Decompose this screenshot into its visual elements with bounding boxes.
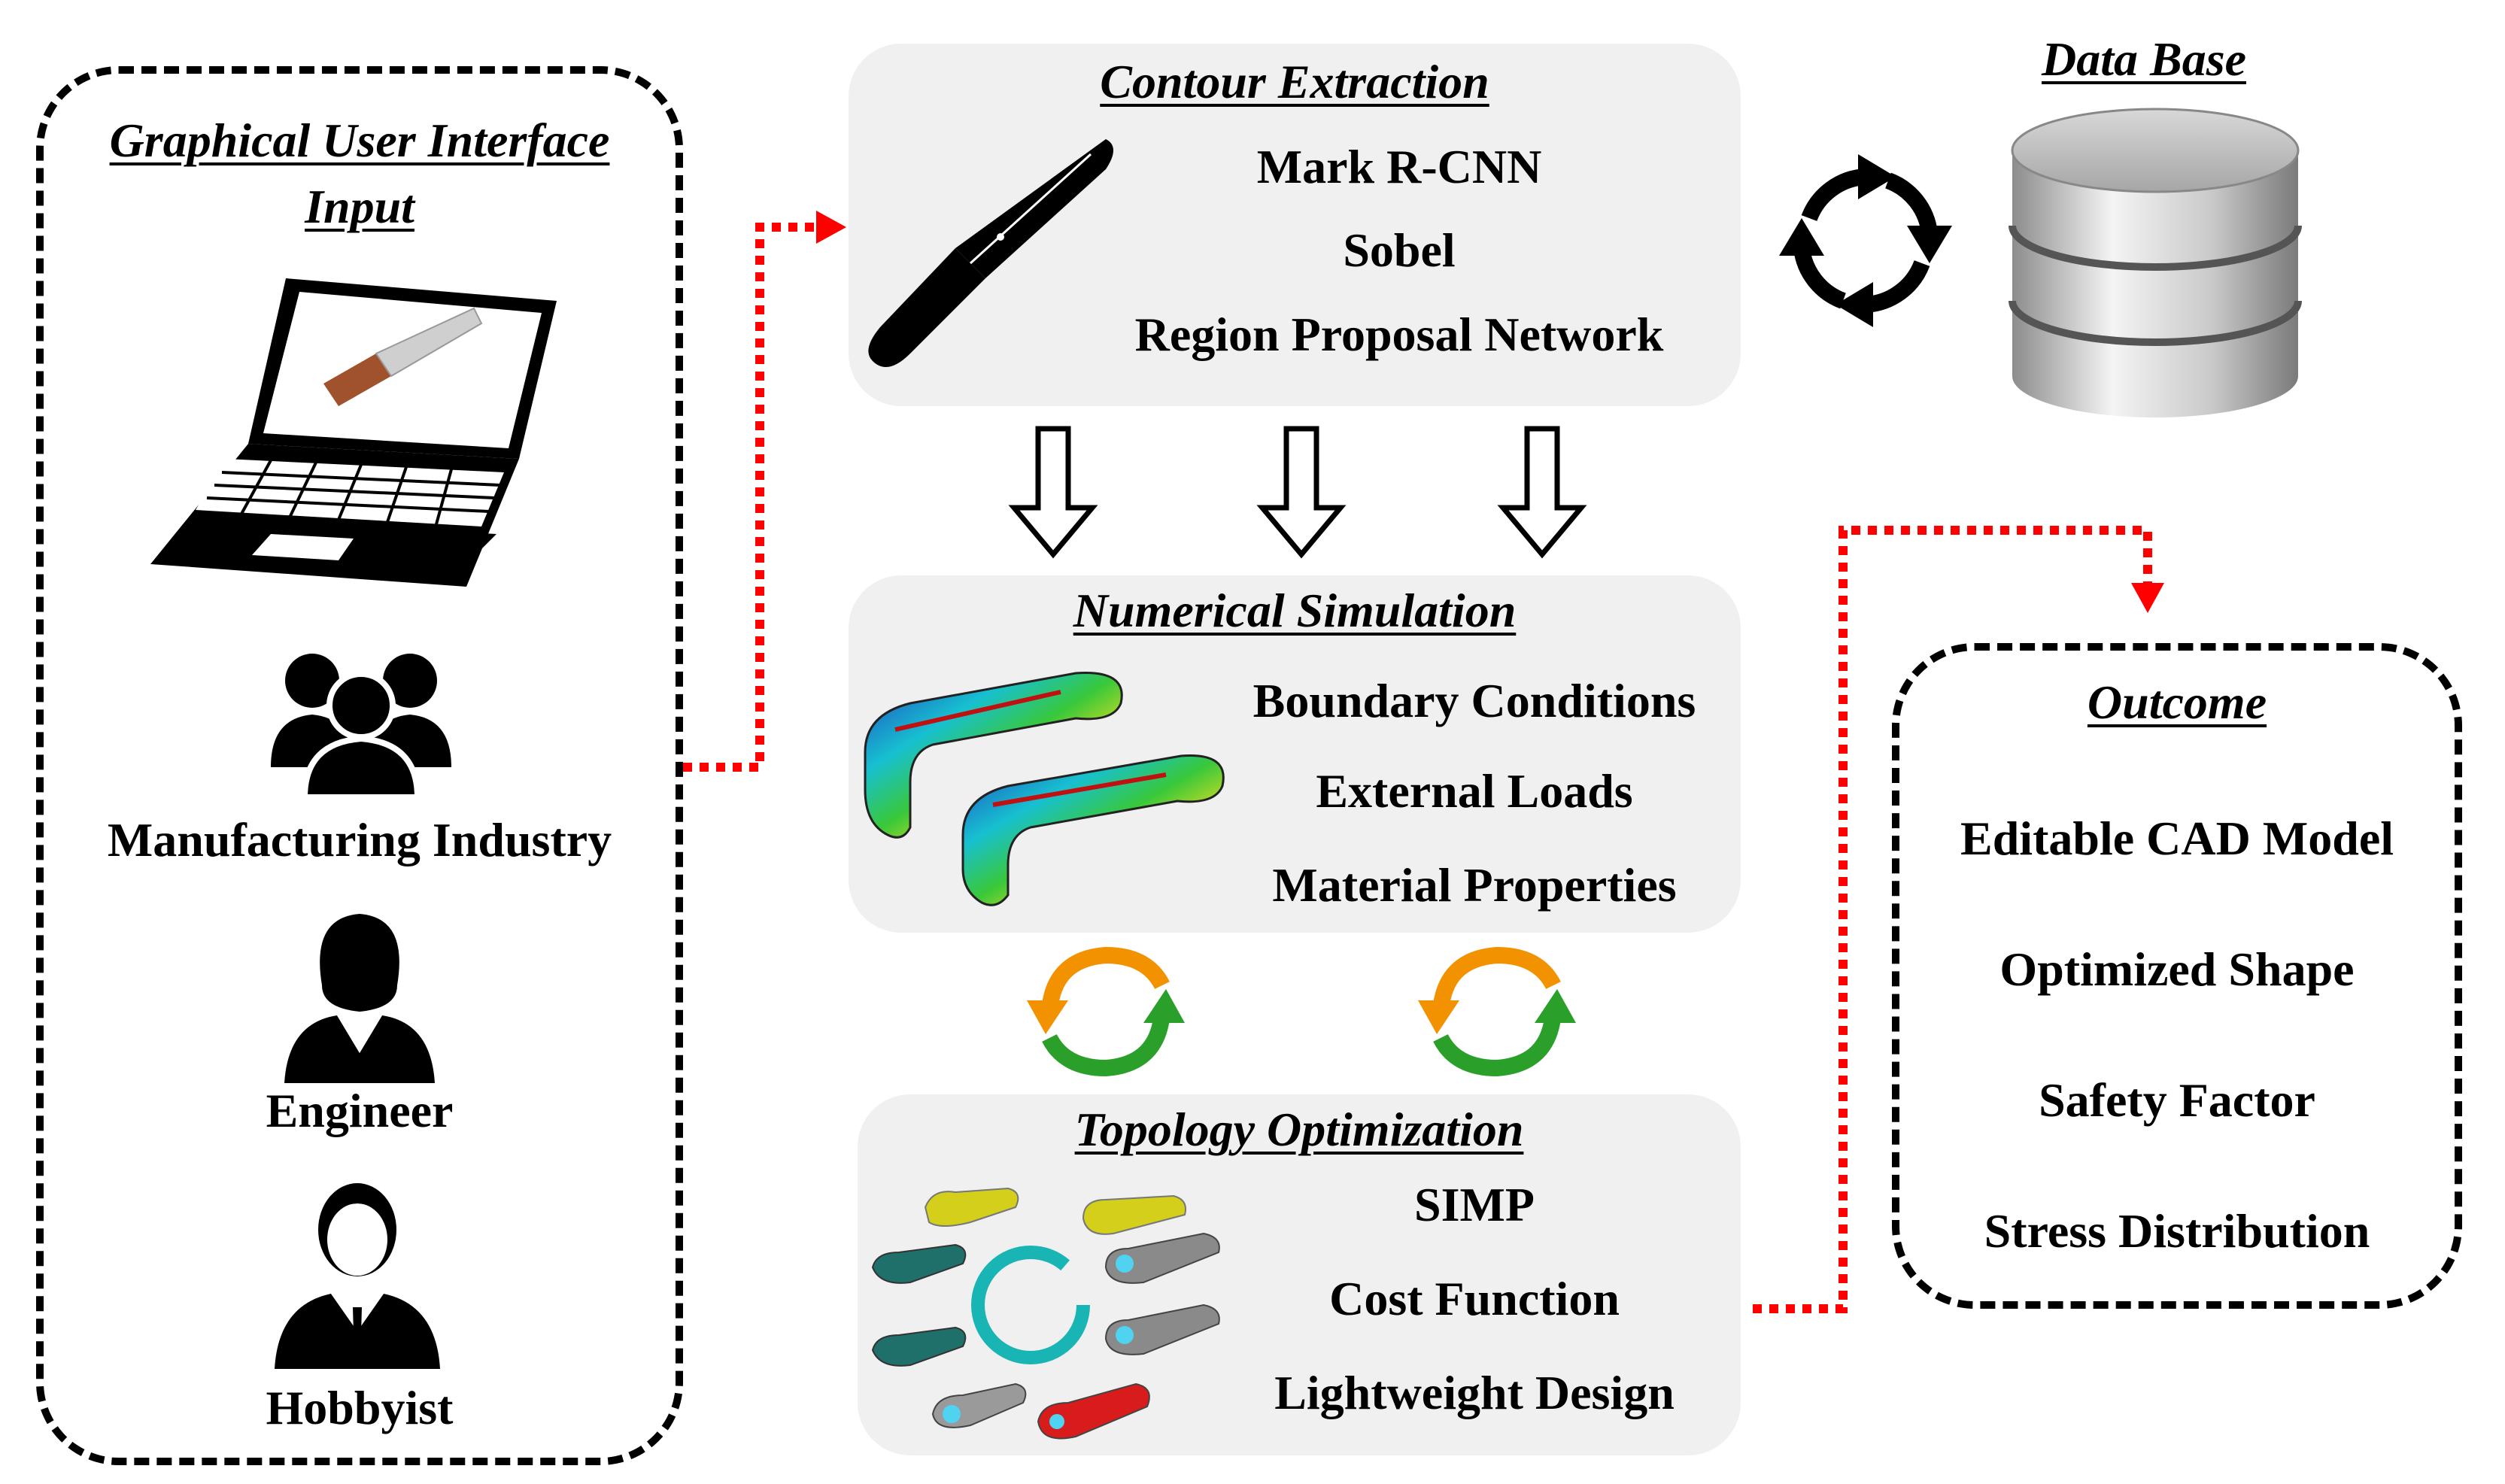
cycle-arrow-icon: [1027, 946, 1185, 1077]
contour-item-mark-rcnn: Mark R-CNN: [1256, 140, 1542, 193]
topology-title: Topology Optimization: [1074, 1103, 1524, 1156]
down-arrow-icon: [1497, 426, 1587, 559]
group-icon: [271, 654, 451, 800]
topology-item-simp: SIMP: [1414, 1178, 1535, 1231]
outcome-item-cad: Editable CAD Model: [1960, 812, 2394, 865]
outcome-title: Outcome: [2087, 675, 2267, 729]
numerical-item-loads: External Loads: [1316, 764, 1633, 818]
outcome-item-stress: Stress Distribution: [1984, 1204, 2370, 1258]
hobbyist-icon: [275, 1183, 440, 1369]
topology-item-cost: Cost Function: [1329, 1272, 1620, 1325]
gui-input-frame: [36, 66, 683, 1465]
stress-part-icon: [864, 672, 1225, 906]
outcome-item-shape: Optimized Shape: [1999, 942, 2355, 996]
sync-icon: [1779, 154, 1952, 327]
numerical-title: Numerical Simulation: [1073, 584, 1517, 637]
topology-parts-icon: [871, 1187, 1220, 1440]
contour-title: Contour Extraction: [1100, 55, 1489, 108]
down-arrow-icon: [1256, 426, 1347, 559]
numerical-item-material: Material Properties: [1272, 858, 1677, 912]
database-title: Data Base: [2042, 32, 2246, 86]
engineer-icon: [284, 914, 435, 1083]
cycle-arrow-icon: [1418, 946, 1576, 1077]
gui-subtitle: Input: [305, 180, 414, 233]
gui-title: Graphical User Interface: [109, 114, 610, 167]
user-manufacturing: Manufacturing Industry: [107, 813, 612, 866]
topology-item-lightweight: Lightweight Design: [1274, 1366, 1675, 1419]
user-hobbyist: Hobbyist: [266, 1381, 454, 1434]
numerical-item-boundary: Boundary Conditions: [1252, 674, 1696, 727]
down-arrow-icon: [1008, 426, 1098, 559]
contour-item-rpn: Region Proposal Network: [1134, 308, 1664, 361]
outcome-frame: [1892, 643, 2462, 1309]
outcome-item-safety: Safety Factor: [2039, 1073, 2315, 1127]
laptop-knife-icon: [150, 278, 557, 587]
database-icon: [2009, 108, 2302, 417]
user-engineer: Engineer: [266, 1084, 454, 1137]
contour-item-sobel: Sobel: [1343, 223, 1456, 277]
knife-icon: [868, 139, 1113, 367]
